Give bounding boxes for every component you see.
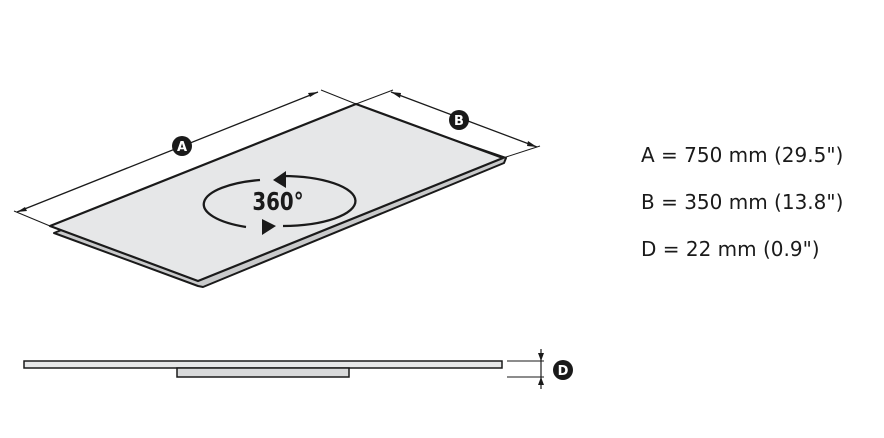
rotation-indicator: 360° xyxy=(202,171,357,235)
dimension-tag-d-label: D xyxy=(558,364,569,379)
rotation-arrow-icon xyxy=(262,219,276,235)
rotation-label: 360° xyxy=(252,188,303,217)
base-profile xyxy=(176,367,350,378)
dimension-a: A xyxy=(13,89,357,227)
dimension-b: B xyxy=(355,89,541,159)
dimension-tag-a xyxy=(172,136,192,156)
plate-profile xyxy=(23,360,503,369)
plate-side-view xyxy=(23,360,503,378)
plate-top-view xyxy=(48,102,507,288)
spec-dimension-b: B = 350 mm (13.8") xyxy=(641,190,844,214)
dimension-tag-a-label: A xyxy=(177,140,187,155)
dimension-d: D xyxy=(507,349,573,389)
dimension-tag-b-label: B xyxy=(454,114,464,129)
spec-dimension-d: D = 22 mm (0.9") xyxy=(641,237,820,261)
dimension-tag-d xyxy=(553,360,573,380)
rotation-arrow-icon xyxy=(273,171,286,188)
rotation-arc-left xyxy=(202,178,261,229)
spec-dimension-a: A = 750 mm (29.5") xyxy=(641,143,844,167)
rotation-arc-right xyxy=(281,174,357,228)
dimension-tag-b xyxy=(449,110,469,130)
